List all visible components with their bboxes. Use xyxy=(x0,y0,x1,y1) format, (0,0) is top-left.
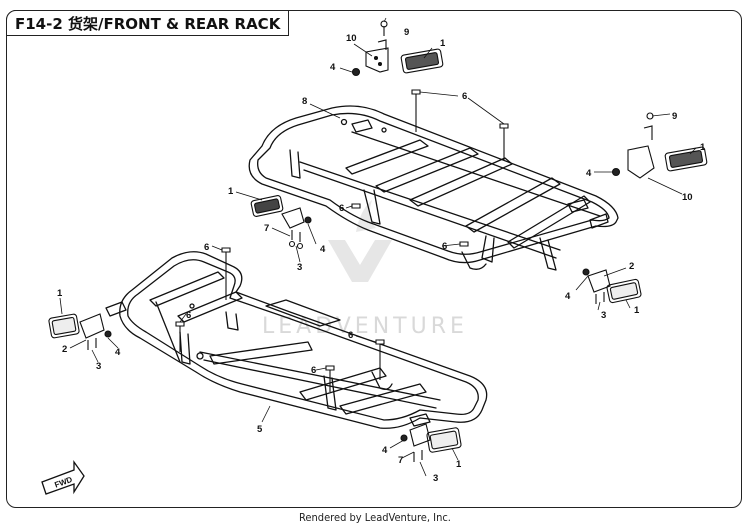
reflector-assembly-right-front xyxy=(400,423,462,462)
callout-number: 7 xyxy=(264,223,269,234)
callout-number: 4 xyxy=(565,291,571,302)
footer-credit: Rendered by LeadVenture, Inc. xyxy=(299,511,451,524)
bolt-icon xyxy=(411,89,421,132)
watermark-logo-icon xyxy=(328,240,392,282)
callout-labels: 9 10 1 4 8 6 9 1 4 10 1 6 7 4 3 6 2 4 3 … xyxy=(57,27,706,484)
callout-number: 5 xyxy=(257,424,263,435)
callout-number: 3 xyxy=(96,361,101,372)
bolt-icon xyxy=(375,339,385,380)
callout-number: 3 xyxy=(297,262,302,273)
callout-number: 3 xyxy=(601,310,606,321)
bolt-icon xyxy=(351,203,361,209)
callout-number: 1 xyxy=(228,186,234,197)
reflector-assembly-top xyxy=(351,20,444,77)
callout-number: 8 xyxy=(302,96,307,107)
reflector-assembly-left-rear xyxy=(250,195,312,250)
callout-number: 6 xyxy=(339,203,344,214)
front-rack xyxy=(105,251,488,429)
callout-number: 4 xyxy=(320,244,326,255)
watermark-text: LEADVENTURE xyxy=(262,314,468,339)
callout-number: 7 xyxy=(398,455,403,466)
diagram-frame xyxy=(6,10,742,508)
reflector-assembly-left-front xyxy=(48,313,112,350)
callout-number: 6 xyxy=(348,330,353,341)
callout-number: 4 xyxy=(382,445,388,456)
callout-number: 10 xyxy=(682,192,693,203)
bolt-icon xyxy=(325,365,335,392)
bolts xyxy=(175,89,509,392)
fwd-arrow: FWD xyxy=(41,459,85,495)
fwd-arrow-icon xyxy=(41,459,85,495)
bolt-icon xyxy=(459,241,469,247)
callout-number: 1 xyxy=(456,459,462,470)
callout-number: 2 xyxy=(62,344,67,355)
callout-number: 4 xyxy=(330,62,336,73)
bolt-icon xyxy=(221,247,231,300)
reflector-assembly-right-rear xyxy=(582,268,642,304)
callout-number: 6 xyxy=(186,310,191,321)
callout-number: 6 xyxy=(442,241,447,252)
bolt-icon xyxy=(499,123,509,160)
callout-number: 4 xyxy=(586,168,592,179)
callout-number: 6 xyxy=(204,242,209,253)
callout-number: 1 xyxy=(700,142,706,153)
callout-number: 1 xyxy=(57,288,63,299)
reflector-assembly-right xyxy=(611,112,708,179)
callout-number: 6 xyxy=(462,91,467,102)
bolt-icon xyxy=(175,321,185,352)
callout-number: 3 xyxy=(433,473,438,484)
rear-rack xyxy=(248,105,619,271)
callout-number: 9 xyxy=(404,27,409,38)
callout-number: 9 xyxy=(672,111,677,122)
callout-number: 10 xyxy=(346,33,357,44)
callout-number: 1 xyxy=(440,38,446,49)
callout-number: 1 xyxy=(634,305,640,316)
leader-lines xyxy=(59,17,697,477)
callout-number: 6 xyxy=(311,365,316,376)
callout-number: 2 xyxy=(629,261,634,272)
diagram-title: F14-2 货架/FRONT & REAR RACK xyxy=(6,10,290,36)
callout-number: 4 xyxy=(115,347,121,358)
watermark: LEADVENTURE xyxy=(262,200,468,339)
